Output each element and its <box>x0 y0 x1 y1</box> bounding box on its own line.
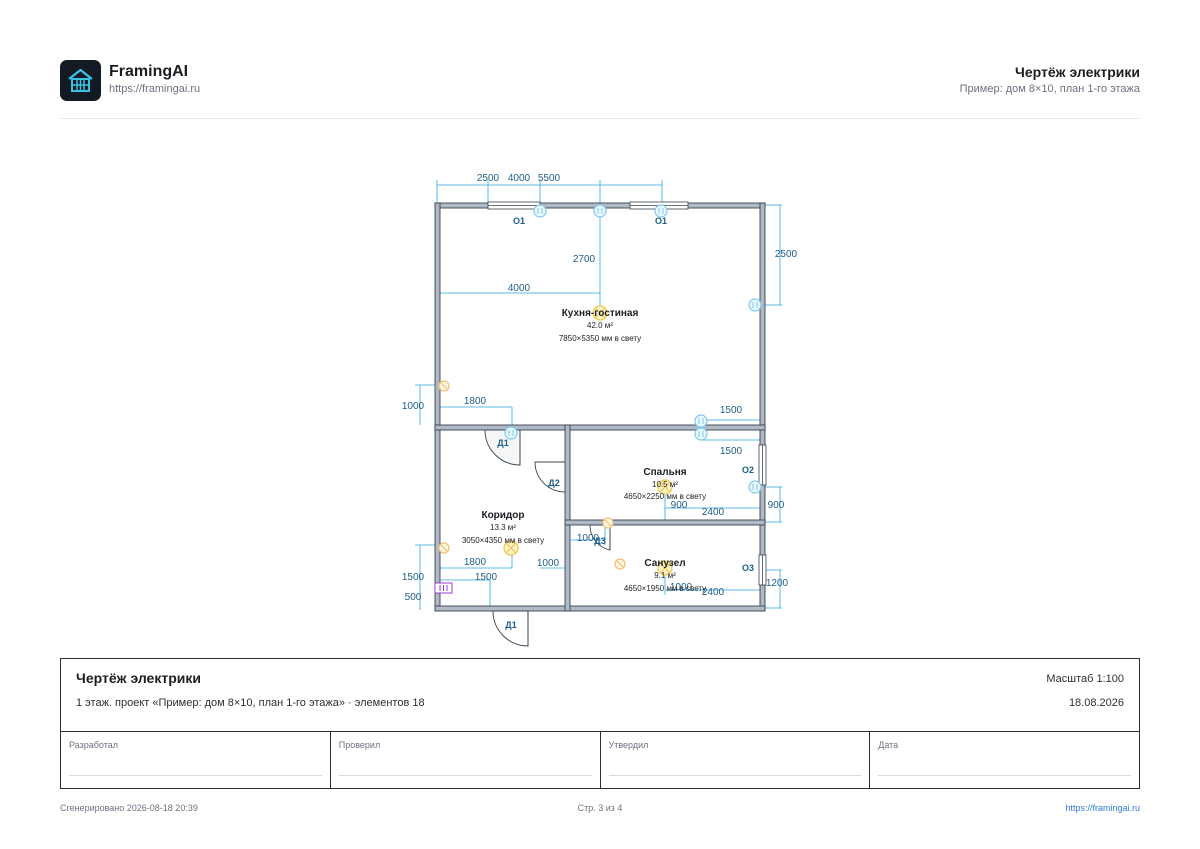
label-door-d2: Д2 <box>548 478 559 488</box>
signature-label: Дата <box>878 740 899 750</box>
switch-bathroom <box>614 558 626 570</box>
room-kitchen-size: 7850×5350 мм в свету <box>559 334 641 343</box>
signature-label: Проверил <box>338 740 381 750</box>
room-kitchen-area: 42.0 м² <box>587 321 613 330</box>
svg-text:1000: 1000 <box>402 401 425 412</box>
title-block-date: 18.08.2026 <box>1068 697 1124 709</box>
wall-horizontal-middle <box>434 424 766 431</box>
electrical-panel <box>434 582 453 594</box>
title-block-description: 1 этаж. проект «Пример: дом 8×10, план 1… <box>76 697 425 709</box>
footer-page-number: Стр. 3 из 4 <box>577 803 623 813</box>
electrical-elements <box>434 204 762 594</box>
svg-text:4000: 4000 <box>508 283 531 294</box>
wall-bottom <box>434 605 766 612</box>
switch-kitchen <box>438 380 450 392</box>
room-bathroom-area: 9.1 м² <box>654 571 676 580</box>
signature-label: Разработал <box>69 740 118 750</box>
footer-generated: Сгенерировано 2026-08-18 20:39 <box>60 803 198 813</box>
signature-line <box>608 775 862 776</box>
svg-text:1000: 1000 <box>577 533 600 544</box>
signature-line <box>338 775 592 776</box>
svg-text:1000: 1000 <box>670 582 693 593</box>
signature-line <box>878 775 1131 776</box>
room-bathroom-name: Санузел <box>644 558 685 569</box>
outlet-kitchen-right <box>748 298 762 312</box>
room-corridor-size: 3050×4350 мм в свету <box>462 536 544 545</box>
label-window-o1-left: О1 <box>513 216 525 226</box>
svg-text:2500: 2500 <box>477 173 500 184</box>
outlet-kitchen-bottom <box>694 414 708 428</box>
label-door-d1-upper: Д1 <box>497 438 508 448</box>
switch-corridor <box>438 542 450 554</box>
svg-text:2400: 2400 <box>702 507 725 518</box>
svg-text:1500: 1500 <box>475 572 498 583</box>
room-bedroom-name: Спальня <box>643 467 686 478</box>
svg-text:2700: 2700 <box>573 254 596 265</box>
signature-cell-date: Дата <box>870 732 1139 789</box>
svg-text:5500: 5500 <box>538 173 561 184</box>
dimension-labels: 2500 4000 5500 2700 2500 4000 1000 1800 … <box>402 173 798 603</box>
title-block: Чертёж электрики 1 этаж. проект «Пример:… <box>60 658 1140 789</box>
svg-text:1200: 1200 <box>766 578 789 589</box>
outlet-bedroom-right <box>748 480 762 494</box>
electrical-floor-plan: О1 О1 О2 О3 Д1 Д2 Д3 Д1 2500 4000 5500 2… <box>402 173 798 647</box>
svg-text:500: 500 <box>405 592 422 603</box>
brand-name: FramingAI <box>109 63 189 80</box>
signature-cell-checker: Проверил <box>331 732 601 789</box>
svg-text:1500: 1500 <box>402 572 425 583</box>
signature-label: Утвердил <box>608 740 649 750</box>
room-bedroom-area: 10.5 м² <box>652 480 678 489</box>
wall-right <box>759 202 766 612</box>
svg-text:4000: 4000 <box>508 173 531 184</box>
signature-line <box>69 775 322 776</box>
signature-cell-approver: Утвердил <box>601 732 871 789</box>
label-window-o1-right: О1 <box>655 216 667 226</box>
windows <box>487 201 767 586</box>
outlet-kitchen-2 <box>593 204 607 218</box>
signature-cell-developer: Разработал <box>61 732 331 789</box>
door-d2 <box>534 461 566 493</box>
opening-labels: О1 О1 О2 О3 Д1 Д2 Д3 Д1 <box>497 216 754 630</box>
signature-row: Разработал Проверил Утвердил Дата <box>61 731 1139 789</box>
room-bathroom-size: 4650×1950 мм в свету <box>624 584 706 593</box>
svg-text:1000: 1000 <box>537 558 560 569</box>
label-door-d3: Д3 <box>594 536 605 546</box>
brand-url[interactable]: https://framingai.ru <box>109 83 201 95</box>
title-block-title: Чертёж электрики <box>76 670 201 686</box>
svg-text:900: 900 <box>768 500 785 511</box>
svg-text:2500: 2500 <box>775 249 798 260</box>
label-window-o3: О3 <box>742 563 754 573</box>
switch-bathroom-door <box>602 517 614 529</box>
room-bedroom-size: 4650×2250 мм в свету <box>624 492 706 501</box>
room-labels: Кухня-гостиная 42.0 м² 7850×5350 мм в св… <box>462 308 706 593</box>
label-door-d1-entry: Д1 <box>505 620 516 630</box>
document-subtitle: Пример: дом 8×10, план 1-го этажа <box>959 83 1140 95</box>
svg-text:1800: 1800 <box>464 557 487 568</box>
title-block-scale: Масштаб 1:100 <box>1046 673 1124 685</box>
svg-text:2400: 2400 <box>702 587 725 598</box>
room-kitchen-name: Кухня-гостиная <box>562 308 639 319</box>
outlet-bedroom-top <box>694 427 708 441</box>
label-window-o2: О2 <box>742 465 754 475</box>
svg-text:1800: 1800 <box>464 396 487 407</box>
svg-text:1500: 1500 <box>720 446 743 457</box>
document-title: Чертёж электрики <box>1015 64 1140 80</box>
wall-bedroom-bath <box>564 519 766 526</box>
svg-text:1500: 1500 <box>720 405 743 416</box>
room-corridor-area: 13.3 м² <box>490 523 516 532</box>
outlet-kitchen-1 <box>533 204 547 218</box>
wall-vertical-corridor <box>564 424 571 612</box>
framingai-logo <box>60 60 101 101</box>
footer-link[interactable]: https://framingai.ru <box>1065 803 1140 813</box>
svg-text:900: 900 <box>671 500 688 511</box>
page-header: FramingAI https://framingai.ru Чертёж эл… <box>60 60 1140 119</box>
room-corridor-name: Коридор <box>481 510 524 521</box>
